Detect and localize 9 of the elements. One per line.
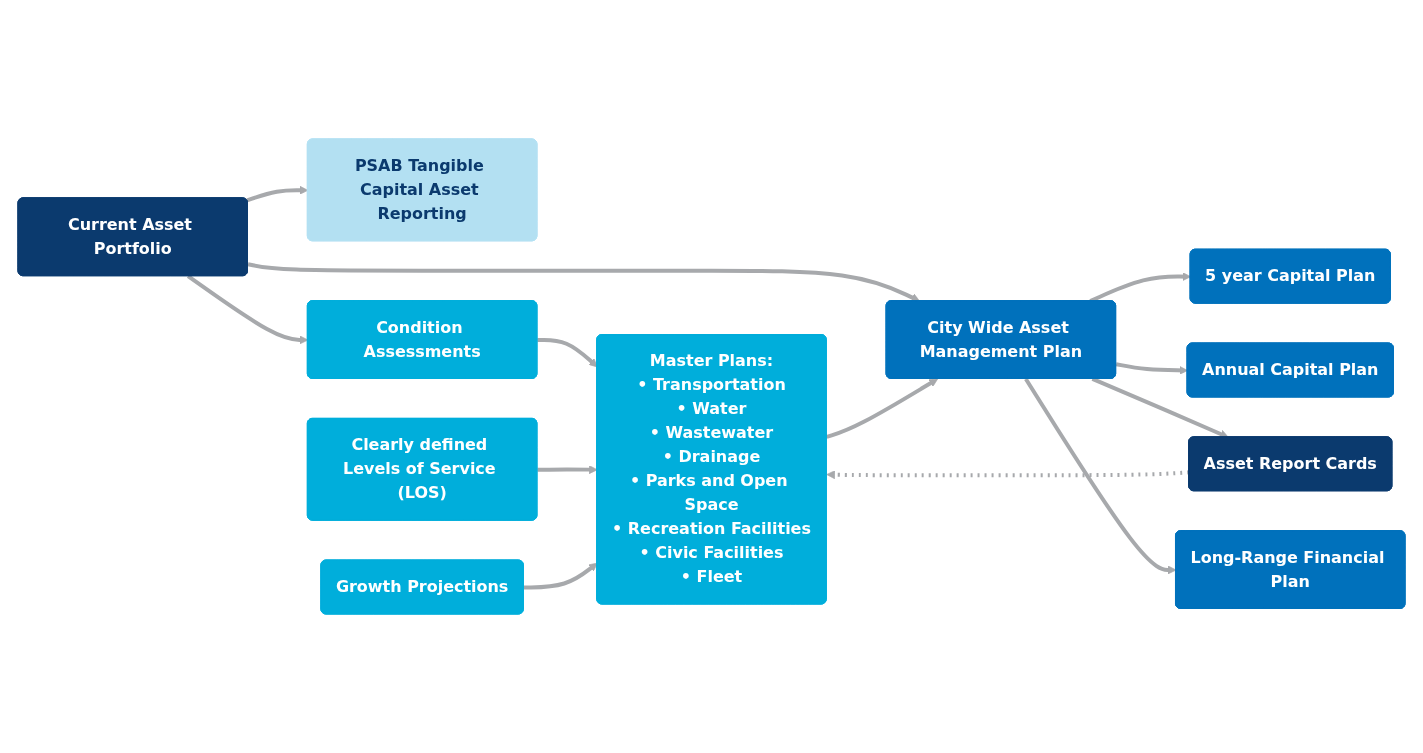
arrow (523, 562, 598, 590)
arrow (186, 274, 309, 345)
arrow (246, 185, 309, 203)
arrow (1115, 362, 1188, 375)
arrow (247, 262, 920, 302)
arrow (537, 465, 598, 475)
arrow (1024, 377, 1177, 575)
arrow (537, 338, 598, 368)
arrow (826, 378, 938, 439)
